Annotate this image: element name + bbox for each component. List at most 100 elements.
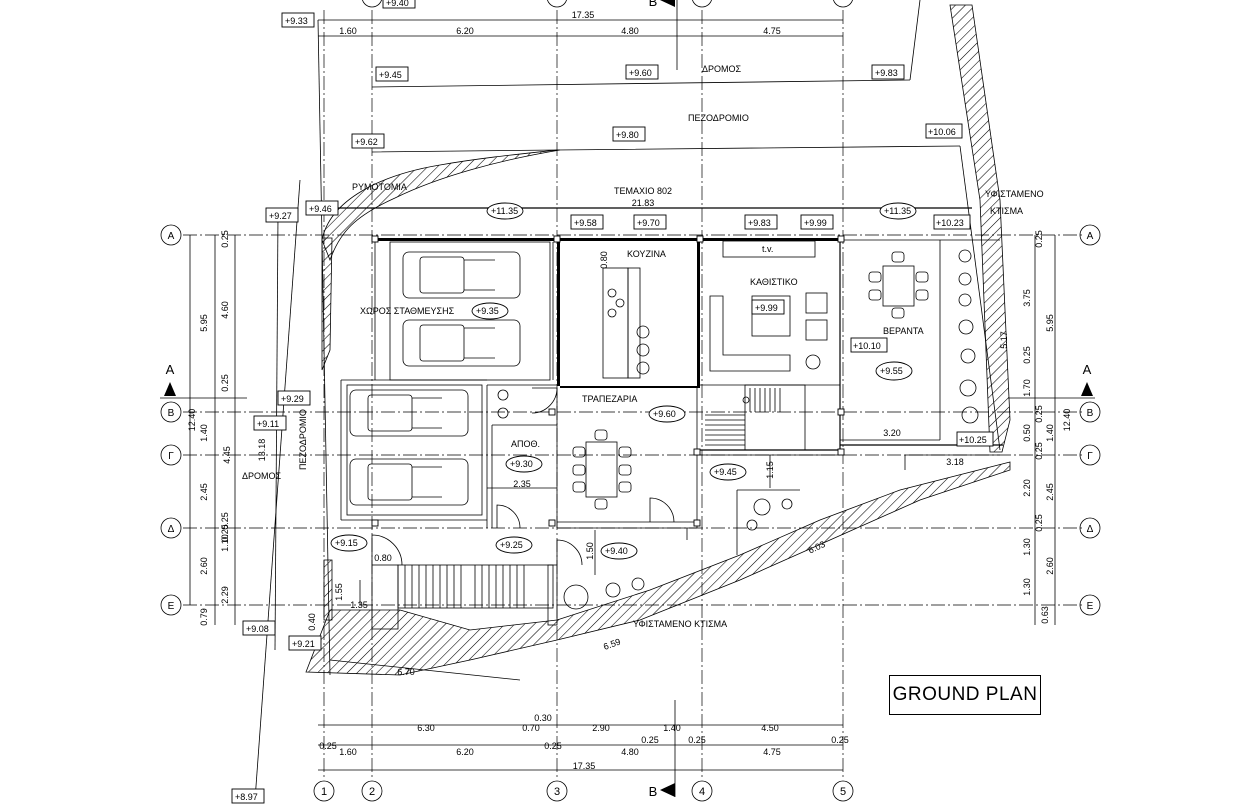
dim-bottom-2: 4.80: [621, 747, 639, 757]
dim-bottom-2: 4.75: [763, 747, 781, 757]
boxed-levels: +9.33 +9.40 +9.45 +9.60 +9.83 +9.62 +9.8…: [231, 0, 994, 804]
dim-misc: 3.20: [883, 428, 901, 438]
veranda-label: ΒΕΡΑΝΤΑ: [883, 326, 924, 336]
dim-misc: 0.80: [374, 553, 392, 563]
level-oval: +11.35: [884, 206, 911, 216]
dim-bottom: 4.50: [761, 723, 779, 733]
row-marker-d-right: Δ: [1087, 524, 1094, 535]
dim-top: 4.80: [621, 26, 639, 36]
dim-left-mid: 4.45: [222, 446, 232, 464]
dimension-lines: [189, 19, 1056, 771]
row-marker-b-left: B: [168, 408, 175, 419]
dim-left-inner: 2.29: [220, 586, 230, 604]
level-box: +9.80: [616, 130, 639, 140]
existing-building-right-label-2: ΚΤΙΣΜΑ: [990, 206, 1023, 216]
dim-misc: 1.15: [765, 461, 775, 479]
dim-bottom-2: 0.25: [688, 735, 706, 745]
storage-label: ΑΠΟΘ.: [511, 439, 540, 449]
row-marker-b-right: B: [1087, 408, 1094, 419]
section-mark-a-left: A: [166, 362, 175, 377]
oval-levels: +11.35 +11.35 +9.35 +9.55 +9.60 +9.30 +9…: [330, 202, 917, 560]
dim-right-outer: 2.60: [1045, 557, 1055, 575]
dim-right-inner: 0.25: [1034, 230, 1044, 248]
drawing-title: GROUND PLAN: [889, 675, 1041, 715]
level-box: +9.99: [804, 218, 827, 228]
level-box: +9.83: [748, 218, 771, 228]
dim-right-inner: 2.20: [1022, 479, 1032, 497]
room-labels: ΔΡΟΜΟΣ ΠΕΖΟΔΡΟΜΙΟ ΡΥΜΟΤΟΜΙΑ ΤΕΜΑΧΙΟ 802 …: [242, 64, 1044, 629]
row-marker-g-left: Γ: [168, 451, 174, 462]
dim-bottom: 6.30: [417, 723, 435, 733]
level-box: +9.58: [574, 218, 597, 228]
dim-right-outer: 2.45: [1045, 483, 1055, 501]
dim-misc: 0.40: [307, 613, 317, 631]
dim-right-inner: 0.25: [1022, 346, 1032, 364]
dim-top: 4.75: [763, 26, 781, 36]
dim-right-inner: 0.25: [1034, 514, 1044, 532]
section-mark-b-top: B: [649, 0, 658, 9]
dim-left-inner: 4.60: [220, 301, 230, 319]
dim-bottom-2: 0.25: [319, 741, 337, 751]
level-oval: +9.15: [335, 538, 358, 548]
level-box: +9.21: [292, 639, 315, 649]
level-oval: +9.40: [605, 546, 628, 556]
dim-left-inner: 0.25: [220, 524, 230, 542]
level-box: +9.08: [246, 624, 269, 634]
dim-left-mid: 0.79: [199, 608, 209, 626]
furniture: [349, 240, 979, 610]
dim-right-inner: 0.25: [1034, 442, 1044, 460]
dim-bottom-2: 0.25: [641, 735, 659, 745]
dim-top-total: 17.35: [572, 10, 595, 20]
level-box: +9.46: [309, 204, 332, 214]
dim-left-inner: 0.25: [220, 374, 230, 392]
level-box: +8.97: [235, 792, 258, 802]
building-walls: [340, 235, 1003, 630]
dimension-texts: 17.35 1.60 6.20 4.80 4.75 6.30 0.30 0.70…: [187, 10, 1072, 771]
sidewalk-top-label: ΠΕΖΟΔΡΟΜΙΟ: [688, 113, 749, 123]
row-marker-a-left: A: [168, 231, 175, 242]
sidewalk-left-label: ΠΕΖΟΔΡΟΜΙΟ: [298, 409, 308, 470]
living-label: ΚΑΘΙΣΤΙΚΟ: [750, 277, 798, 287]
level-oval: +9.25: [500, 540, 523, 550]
dim-right-outer: 12.40: [1062, 409, 1072, 432]
level-box: +9.83: [875, 68, 898, 78]
level-box: +9.29: [281, 394, 304, 404]
dim-left-mid: 5.95: [199, 314, 209, 332]
hatched-areas: [305, 4, 1011, 676]
dim-misc: 6.70: [397, 667, 415, 677]
row-marker-a-right: A: [1087, 231, 1094, 242]
column-marker-4: 4: [699, 786, 705, 798]
dim-misc: 1.55: [334, 583, 344, 601]
section-mark-a-right: A: [1083, 362, 1092, 377]
dim-left-outer: 12.40: [187, 409, 197, 432]
level-box: +10.06: [928, 127, 956, 137]
existing-building-bottom-label: ΥΦΙΣΤΑΜΕΝΟ ΚΤΙΣΜΑ: [633, 619, 727, 629]
level-box: +9.99: [755, 303, 778, 313]
level-box: +9.11: [257, 419, 279, 429]
site-lines: [254, 0, 1001, 801]
dim-left-inner: 1.10: [220, 534, 230, 552]
dim-misc: 0.80: [599, 251, 609, 269]
dining-label: ΤΡΑΠΕΖΑΡΙΑ: [582, 394, 637, 404]
level-oval: +9.55: [880, 366, 903, 376]
dim-bottom: 1.40: [663, 723, 681, 733]
dim-right-inner: 1.30: [1022, 578, 1032, 596]
level-oval: +11.35: [491, 206, 518, 216]
temaxio-length: 21.83: [632, 198, 655, 208]
dim-bottom-2: 1.60: [339, 747, 357, 757]
level-box: +9.60: [629, 68, 652, 78]
dim-right-inner: 0.63: [1040, 606, 1050, 624]
temaxio-label: ΤΕΜΑΧΙΟ 802: [614, 186, 672, 196]
row-marker-e-left: E: [168, 601, 175, 612]
dim-misc: 1.35: [350, 600, 368, 610]
level-oval: +9.30: [510, 459, 533, 469]
level-oval: +9.60: [653, 409, 676, 419]
tv-label: t.v.: [762, 244, 773, 254]
dim-left-mid: 2.45: [199, 483, 209, 501]
section-marks: A A B B: [160, 0, 1095, 799]
column-markers: 1 2 3 4 5: [313, 0, 854, 802]
dim-right-inner: 0.25: [1034, 405, 1044, 423]
level-oval: +9.35: [476, 306, 499, 316]
column-marker-3: 3: [554, 786, 560, 798]
